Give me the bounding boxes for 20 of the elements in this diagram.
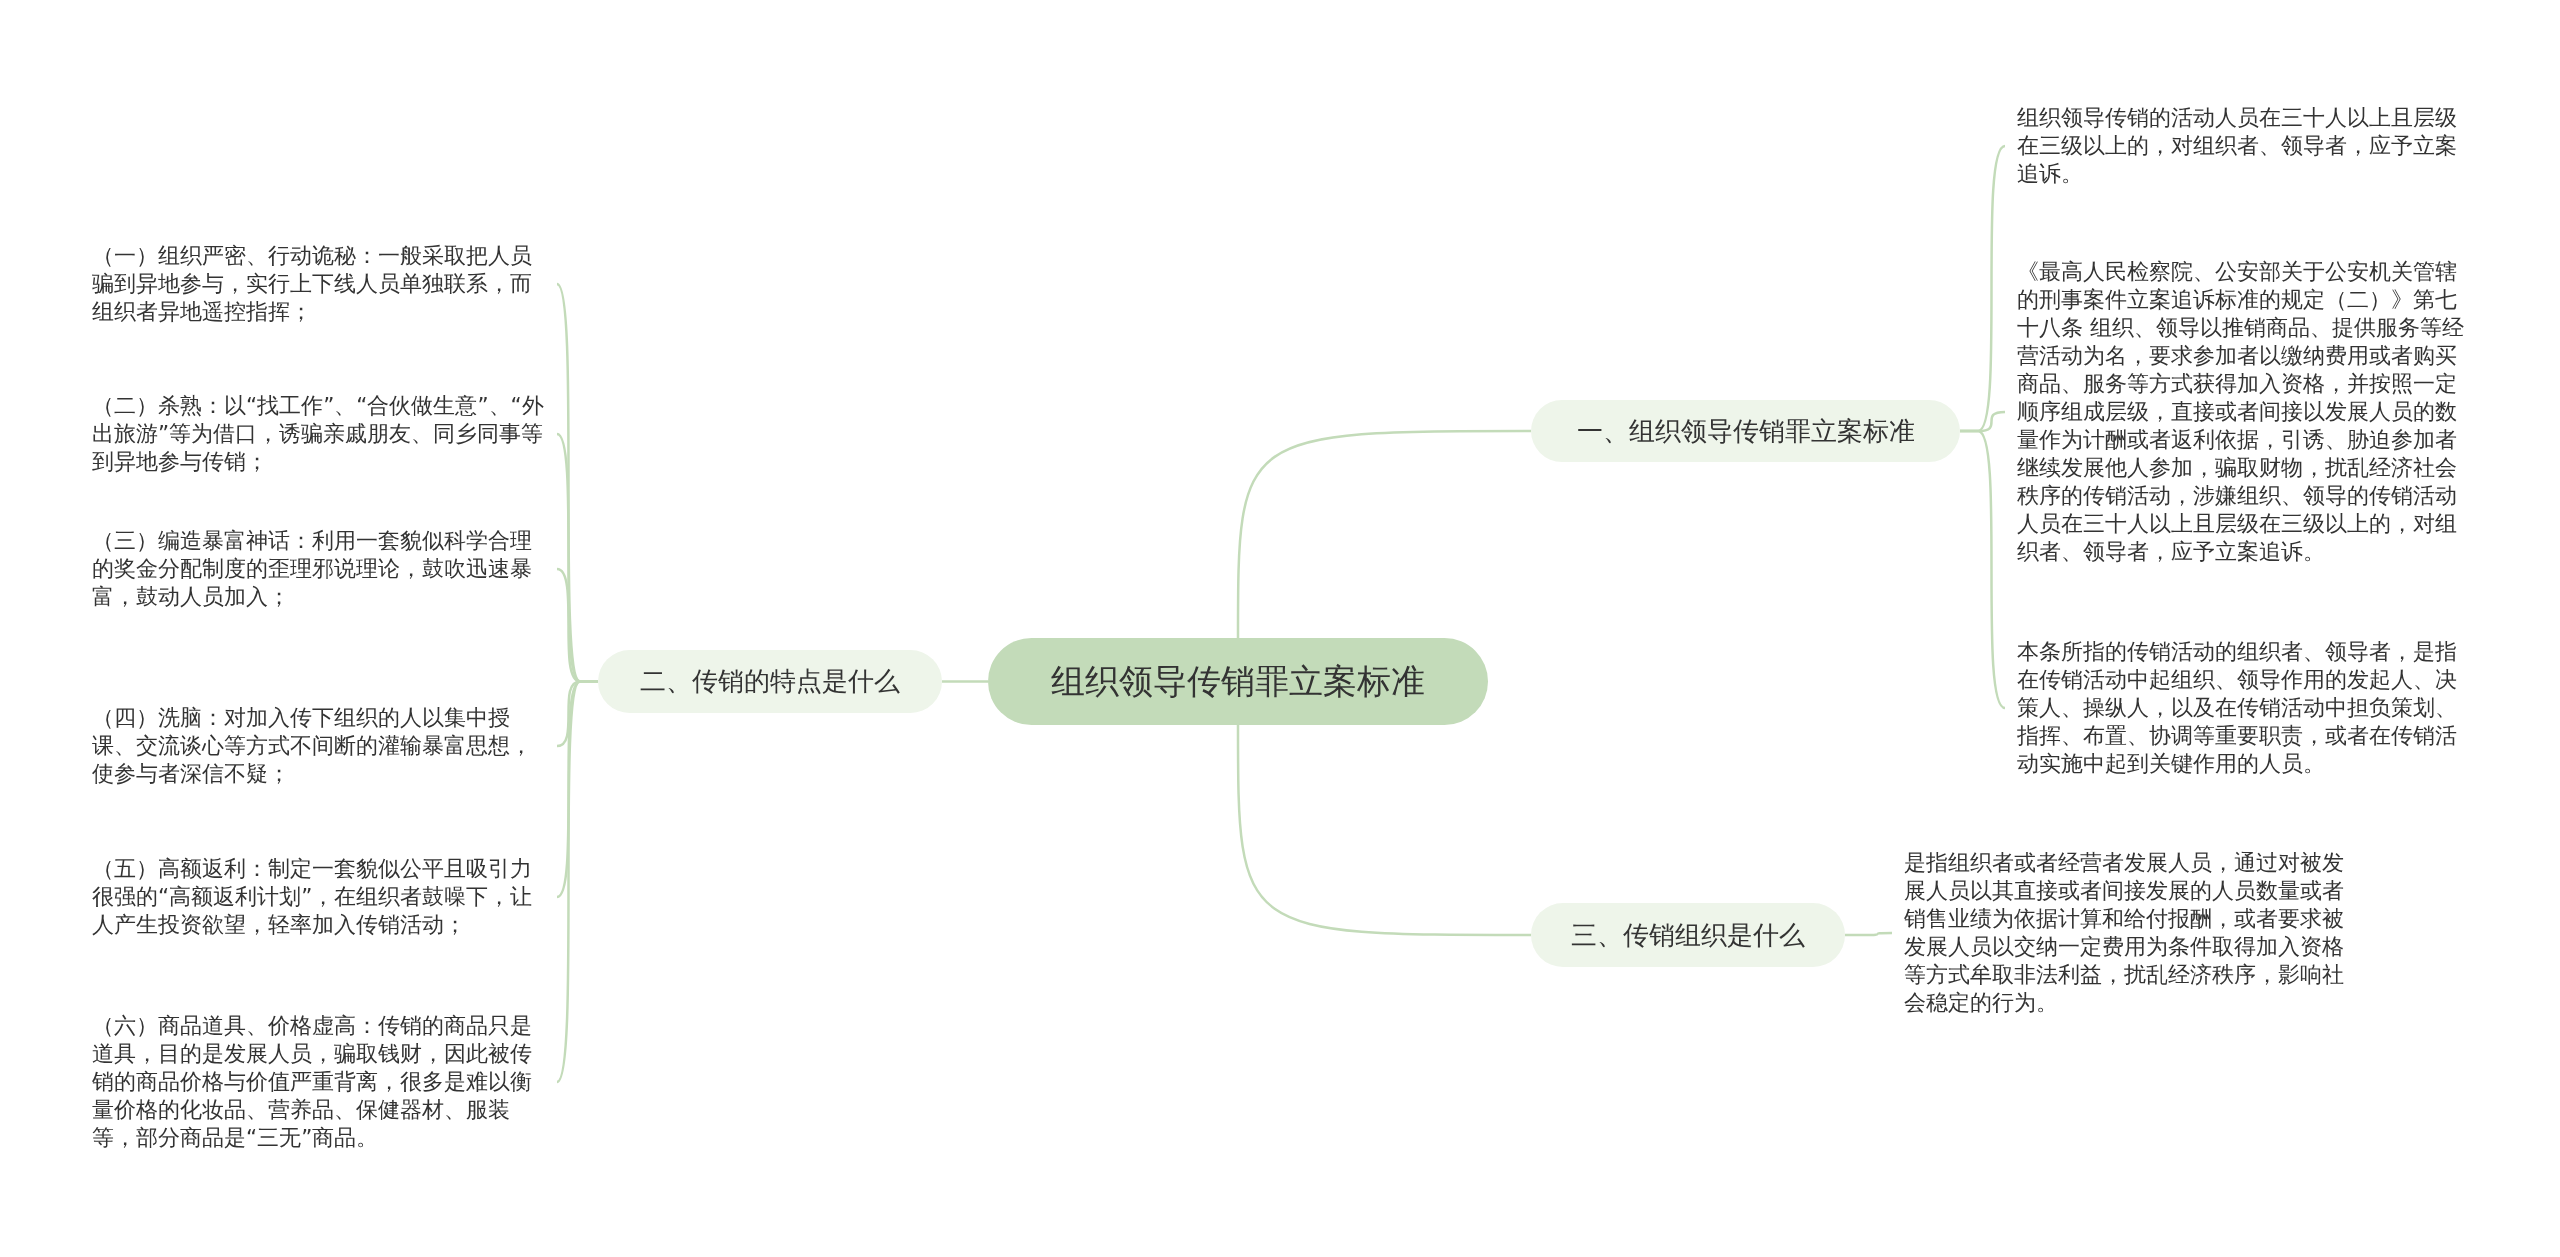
note-text: 《最高人民检察院、公安部关于公安机关管辖的刑事案件立案追诉标准的规定（二）》第七十八条 组织、领导以推销商品、提供服务等经营活动为名，要求参加者以缴纳费用或者购买商品、服务等方式获得加入资格，并按照一定顺序组成层级，直接或者间接以发展人员的数量作为计酬或者返利依据，引诱、胁迫参加者继续发展他人参加，骗取财物，扰乱经济社会秩序的传销活动，涉嫌组织、领导的传销活动人员在三十人以上且层级在三级以上的，对组织者、领导者，应予立案追诉。 <box>2005 254 2465 570</box>
connector-line <box>1845 931 1892 937</box>
note-text: （四）洗脑：对加入传下组织的人以集中授课、交流谈心等方式不间断的灌输暴富思想，使参与者深信不疑； <box>92 700 557 792</box>
note-text: （五）高额返利：制定一套貌似公平且吸引力很强的“高额返利计划”，在组织者鼓噪下，让人产生投资欲望，轻率加入传销活动； <box>92 851 557 943</box>
central-topic: 组织领导传销罪立案标准 <box>988 638 1488 725</box>
topic-box: 一、组织领导传销罪立案标准 <box>1531 400 1960 462</box>
connector-line <box>942 680 988 683</box>
connector-line <box>555 680 598 1083</box>
note-text: 本条所指的传销活动的组织者、领导者，是指在传销活动中起组织、领导作用的发起人、决策人、操纵人，以及在传销活动中担负策划、指挥、布置、协调等重要职责，或者在传销活动实施中起到关键作用的人员。 <box>2005 634 2465 782</box>
note-text: 组织领导传销的活动人员在三十人以上且层级在三级以上的，对组织者、领导者，应予立案追诉。 <box>2005 100 2465 192</box>
topic-box: 三、传销组织是什么 <box>1531 903 1845 967</box>
connector-line <box>1236 725 1531 937</box>
note-text: （六）商品道具、价格虚高：传销的商品只是道具，目的是发展人员，骗取钱财，因此被传销的商品价格与价值严重背离，很多是难以衡量价格的化妆品、营养品、保健器材、服装等，部分商品是“三无”商品。 <box>92 1008 557 1156</box>
topic-box: 二、传销的特点是什么 <box>598 650 942 713</box>
note-text: （二）杀熟：以“找工作”、“合伙做生意”、“外出旅游”等为借口，诱骗亲戚朋友、同乡同事等到异地参与传销； <box>92 388 557 480</box>
note-text: 是指组织者或者经营者发展人员，通过对被发展人员以其直接或者间接发展的人员数量或者销售业绩为依据计算和给付报酬，或者要求被发展人员以交纳一定费用为条件取得加入资格等方式牟取非法利益，扰乱经济秩序，影响社会稳定的行为。 <box>1892 845 2354 1021</box>
note-text: （三）编造暴富神话：利用一套貌似科学合理的奖金分配制度的歪理邪说理论，鼓吹迅速暴富，鼓动人员加入； <box>92 523 557 615</box>
connector-line <box>1236 429 1531 638</box>
connector-line <box>1960 429 2006 709</box>
note-text: （一）组织严密、行动诡秘：一般采取把人员骗到异地参与，实行上下线人员单独联系，而组织者异地遥控指挥； <box>92 238 557 330</box>
